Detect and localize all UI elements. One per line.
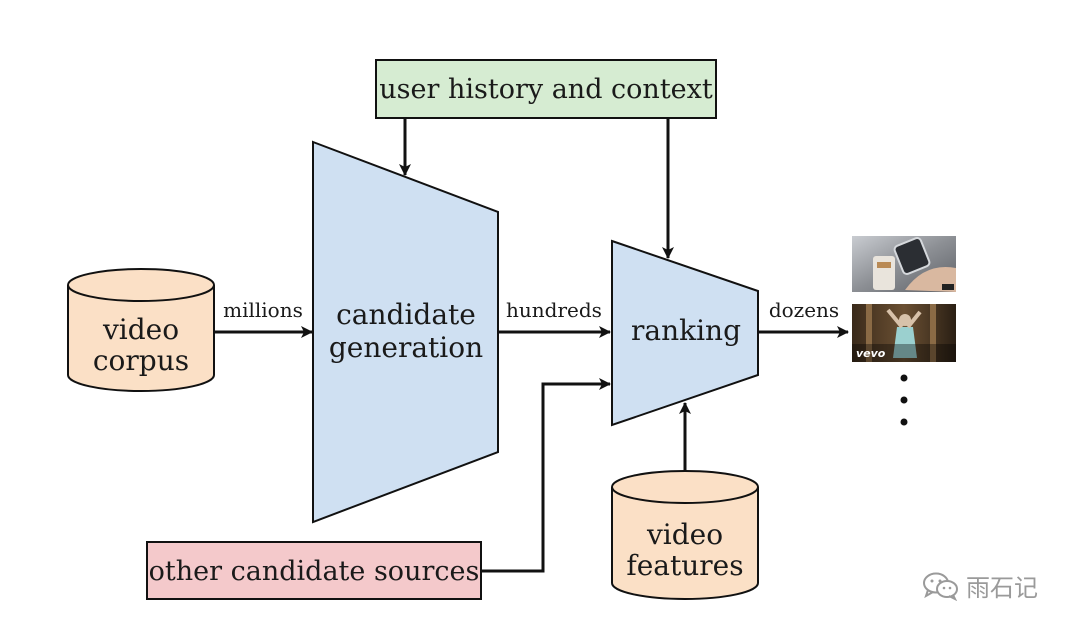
watermark-text: 雨石记 — [966, 574, 1038, 602]
edge-label-hundreds: hundreds — [506, 298, 602, 322]
video-thumbnail-2[interactable]: vevo — [852, 304, 956, 362]
video-thumbnail-1[interactable] — [852, 236, 956, 292]
candidate-generation-funnel: candidate generation — [312, 140, 499, 524]
candidate-generation-label-line2: generation — [329, 331, 483, 364]
candidate-generation-label-line1: candidate — [336, 298, 476, 331]
video-features-label-line1: video — [646, 518, 723, 551]
wechat-icon — [922, 571, 960, 601]
ranking-label: ranking — [631, 314, 741, 347]
video-corpus-cylinder: video corpus — [67, 268, 215, 392]
video-features-label-line2: features — [626, 549, 743, 582]
other-sources-box: other candidate sources — [146, 541, 482, 600]
user-history-label: user history and context — [379, 74, 713, 105]
video-corpus-label-line2: corpus — [93, 344, 189, 377]
ellipsis-dots — [900, 374, 908, 426]
video-features-cylinder: video features — [611, 470, 759, 600]
thumbnail-2-badge: vevo — [856, 347, 886, 360]
watermark: 雨石记 — [922, 568, 1038, 603]
edge-label-millions: millions — [223, 298, 303, 322]
other-sources-label: other candidate sources — [149, 556, 480, 587]
user-history-box: user history and context — [375, 59, 717, 119]
arrow-other-sources-to-ranking — [481, 378, 611, 573]
video-corpus-label-line1: video — [102, 313, 179, 346]
edge-label-dozens: dozens — [769, 298, 839, 322]
ranking-funnel: ranking — [611, 239, 759, 427]
